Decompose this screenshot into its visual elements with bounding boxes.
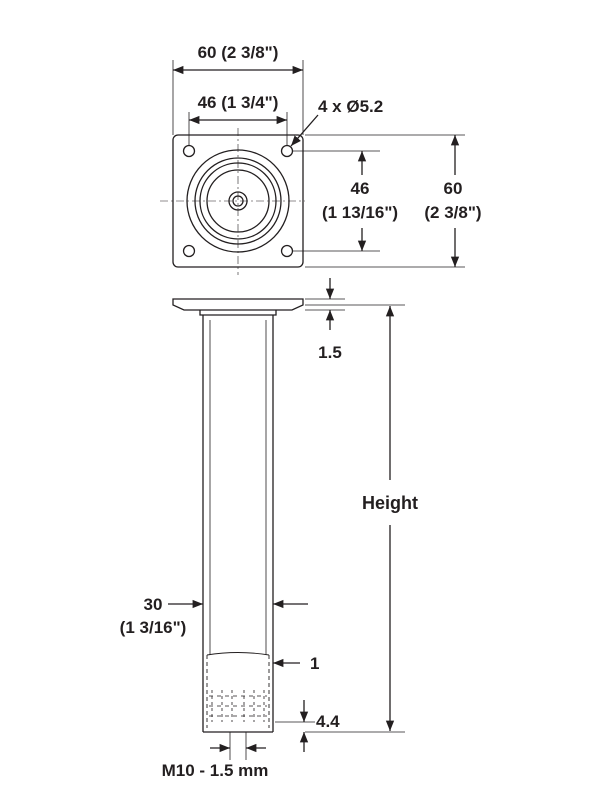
flange-thickness-label: 1.5 [318,343,342,362]
mounting-hole-top-left [182,144,196,158]
mounting-hole-bottom-right [280,244,294,258]
plate-center-hole [232,195,244,207]
diameter-mm-label: 30 [144,595,163,614]
plate-width-label: 60 (2 3/8") [198,43,279,62]
diameter-in-label: (1 3/16") [120,618,187,637]
plate-height-mm-label: 60 [444,179,463,198]
hole-spacing-height-in-label: (1 13/16") [322,203,398,222]
hole-spacing-width-label: 46 (1 3/4") [198,93,279,112]
plate-ring-3 [199,162,277,240]
plate-ring-2 [194,157,282,245]
foot-gap-label: 4.4 [316,712,340,731]
mounting-plate-top-view [160,128,305,275]
mounting-hole-top-right [280,144,294,158]
leg-flange [172,298,304,311]
height-label: Height [362,493,418,513]
foot-insert-top [206,652,270,656]
leg-collar [199,310,277,316]
hole-spacing-height-mm-label: 46 [351,179,370,198]
plate-ring-outer [186,149,290,253]
leg-side-view [172,298,304,760]
foot-insert-walls [206,655,270,728]
mounting-hole-bottom-left [182,244,196,258]
plate-height-in-label: (2 3/8") [424,203,481,222]
hole-count-label: 4 x Ø5.2 [318,97,383,116]
plate-ring-4 [206,169,270,233]
wall-offset-label: 1 [310,654,319,673]
hole-leader [290,114,319,147]
thread-label: M10 - 1.5 mm [162,761,269,780]
plate-center-boss [228,191,248,211]
